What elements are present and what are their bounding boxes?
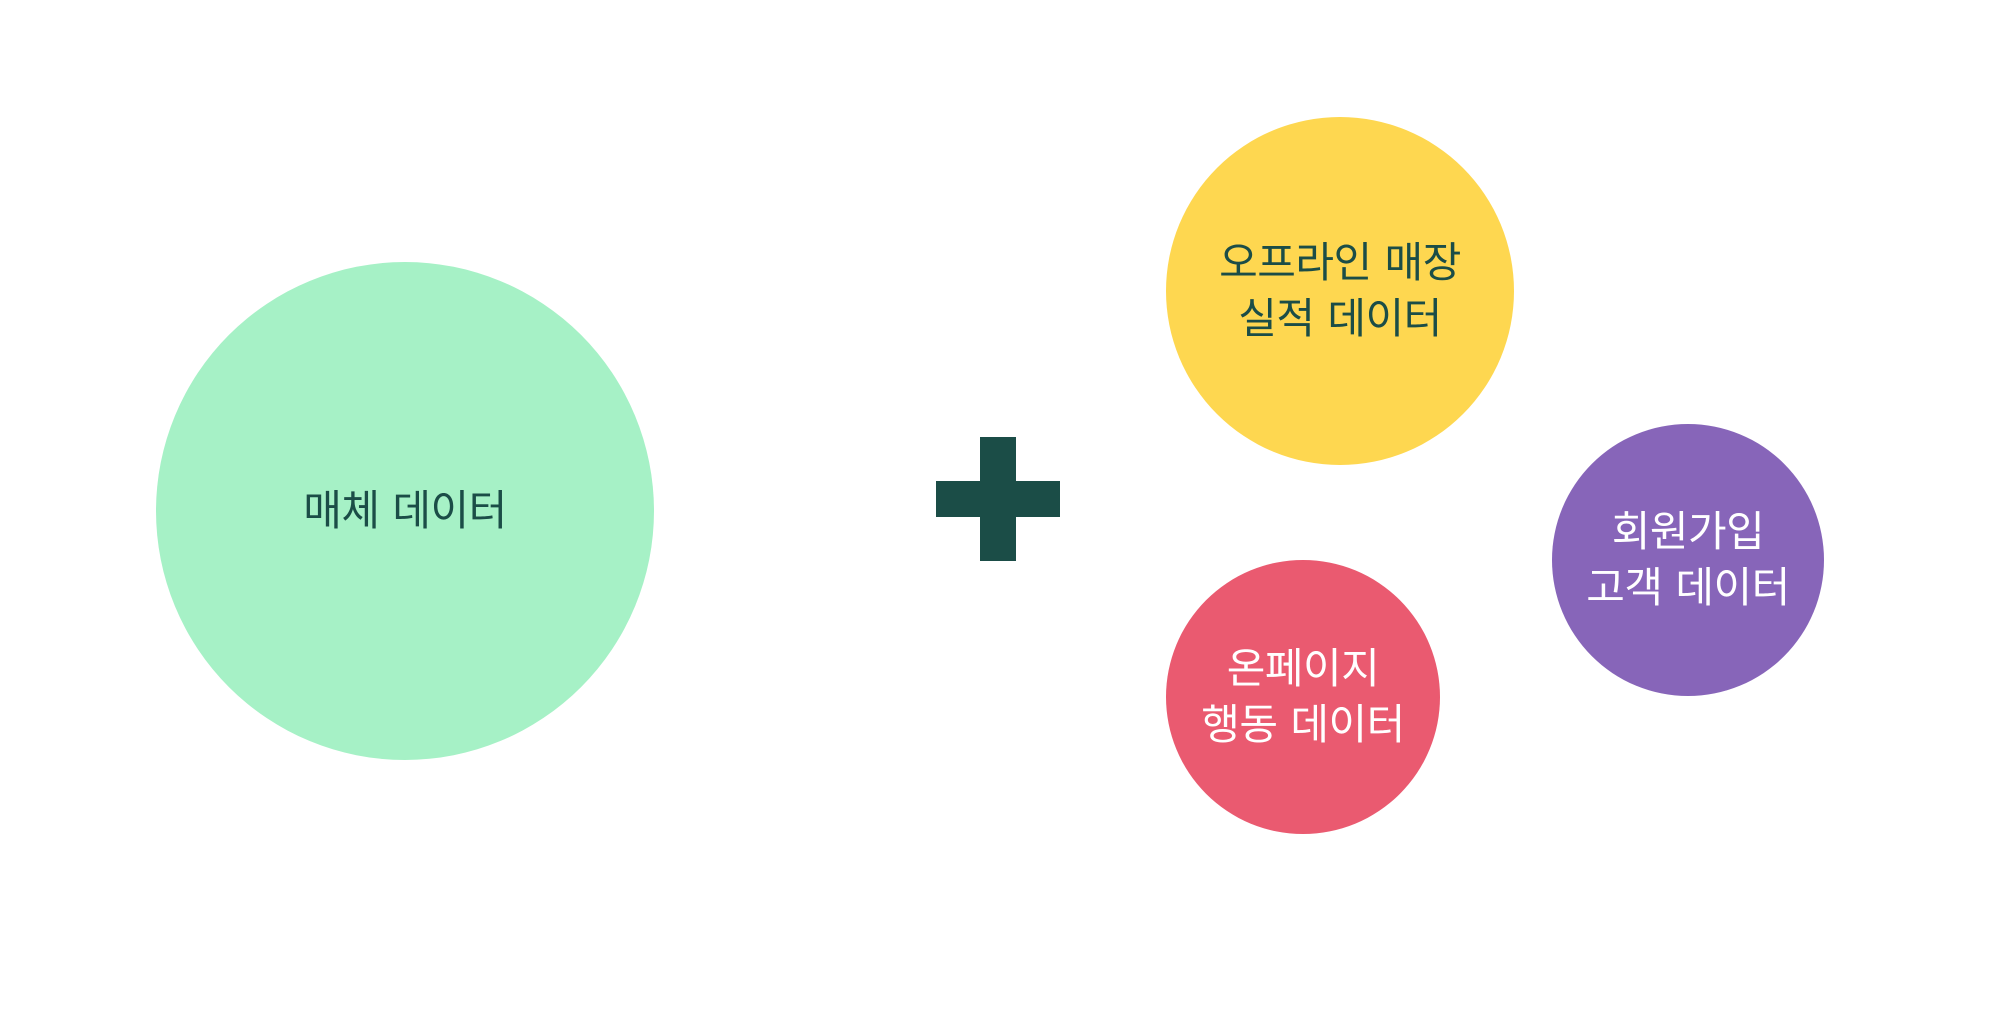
member-signup-label-line-1: 회원가입	[1611, 507, 1765, 556]
member-signup-label-line-2: 고객 데이터	[1586, 563, 1790, 612]
onpage-behavior-data-circle: 온페이지 행동 데이터	[1166, 560, 1440, 834]
plus-icon-horizontal-bar	[936, 481, 1060, 517]
offline-store-label-line-2: 실적 데이터	[1238, 294, 1442, 343]
offline-store-label-line-1: 오프라인 매장	[1219, 238, 1461, 287]
offline-store-data-circle: 오프라인 매장 실적 데이터	[1166, 117, 1514, 465]
plus-icon	[936, 437, 1060, 561]
media-data-label: 매체 데이터	[303, 486, 507, 535]
member-signup-data-circle: 회원가입 고객 데이터	[1552, 424, 1824, 696]
media-data-circle: 매체 데이터	[156, 262, 654, 760]
onpage-behavior-label-line-2: 행동 데이터	[1201, 700, 1405, 749]
onpage-behavior-label-line-1: 온페이지	[1226, 644, 1380, 693]
